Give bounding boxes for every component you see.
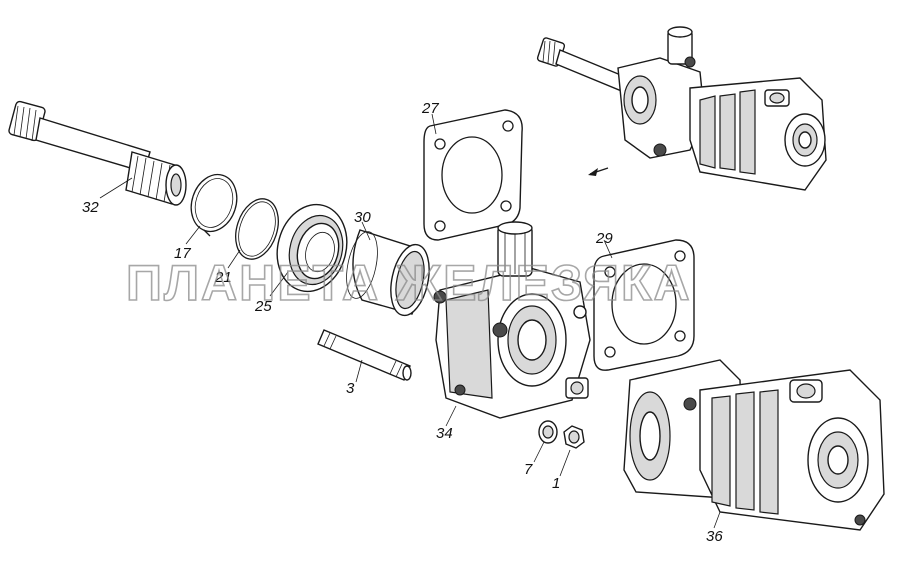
callout-25: 25 <box>254 298 272 315</box>
callout-27: 27 <box>421 100 439 117</box>
leader-lines <box>99 113 721 529</box>
part-3-stud <box>317 329 412 381</box>
callout-36: 36 <box>706 528 723 545</box>
callout-34: 34 <box>436 425 453 442</box>
part-27-gasket <box>423 109 523 241</box>
callout-32: 32 <box>82 199 99 216</box>
part-7-washer <box>538 420 558 444</box>
callout-30: 30 <box>354 209 371 226</box>
part-36-gear-pump <box>623 359 885 531</box>
callout-labels: 32 17 21 25 30 27 29 3 34 7 1 36 <box>82 100 723 545</box>
callout-17: 17 <box>174 245 191 262</box>
callout-1: 1 <box>552 475 560 492</box>
part-29-gasket <box>593 239 695 371</box>
part-34-housing <box>433 221 591 419</box>
watermark-text: ПЛАНЕТА ЖЕЛЕЗЯКА <box>126 255 692 311</box>
part-21-retaining-ring <box>235 198 279 260</box>
callout-21: 21 <box>214 269 232 286</box>
part-32-splined-shaft <box>8 100 187 206</box>
callout-3: 3 <box>346 380 355 397</box>
callout-7: 7 <box>524 461 533 478</box>
part-25-ball-bearing <box>276 203 348 293</box>
part-17-snap-ring <box>190 173 238 237</box>
assembled-unit-drawing <box>536 26 827 191</box>
part-1-nut <box>563 425 585 449</box>
callout-29: 29 <box>595 230 613 247</box>
part-30-sleeve <box>346 229 430 317</box>
